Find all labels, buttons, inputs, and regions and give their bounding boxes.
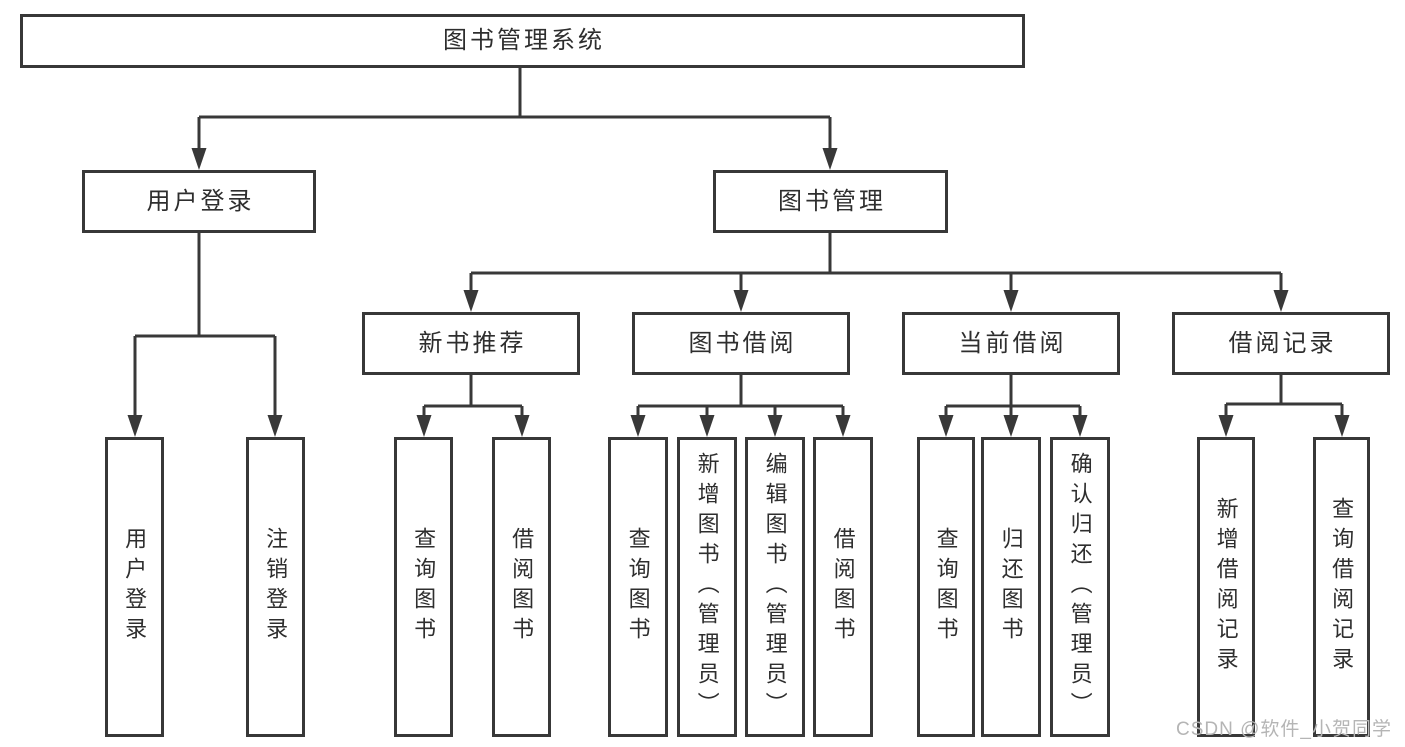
leaf-user-login: 用户登录 — [105, 437, 164, 737]
leaf-add-borrow-record: 新增借阅记录 — [1197, 437, 1255, 737]
arrow-down-icon — [514, 415, 530, 437]
node-book-management: 图书管理 — [713, 170, 948, 233]
arrow-down-icon — [630, 415, 646, 437]
arrow-down-icon — [767, 415, 783, 437]
arrowheads — [127, 148, 1350, 437]
arrow-down-icon — [733, 290, 749, 312]
node-root-label: 图书管理系统 — [443, 27, 605, 54]
node-current-borrow: 当前借阅 — [902, 312, 1120, 375]
leaf-edit-book-admin: 编辑图书（管理员） — [745, 437, 805, 737]
leaf-return-book: 归还图书 — [981, 437, 1041, 737]
node-book-borrow-label: 图书借阅 — [688, 329, 797, 357]
node-new-book-recommend-label: 新书推荐 — [418, 329, 527, 357]
leaf-logout: 注销登录 — [246, 437, 305, 737]
leaf-add-book-admin-label: 新增图书（管理员） — [694, 452, 720, 722]
leaf-query-books-current-label: 查询图书 — [933, 527, 959, 647]
leaf-confirm-return-admin-label: 确认归还（管理员） — [1067, 452, 1093, 722]
arrow-down-icon — [699, 415, 715, 437]
node-root: 图书管理系统 — [20, 14, 1025, 68]
node-book-borrow: 图书借阅 — [632, 312, 850, 375]
leaf-query-borrow-record-label: 查询借阅记录 — [1329, 497, 1355, 677]
node-new-book-recommend: 新书推荐 — [362, 312, 580, 375]
connector-lines — [133, 68, 1344, 417]
leaf-query-borrow-record: 查询借阅记录 — [1313, 437, 1370, 737]
arrow-down-icon — [1334, 415, 1350, 437]
leaf-confirm-return-admin: 确认归还（管理员） — [1050, 437, 1110, 737]
arrow-down-icon — [835, 415, 851, 437]
leaf-query-books-recommend-label: 查询图书 — [411, 527, 437, 647]
arrow-down-icon — [1218, 415, 1234, 437]
leaf-query-books-recommend: 查询图书 — [394, 437, 453, 737]
leaf-add-book-admin: 新增图书（管理员） — [677, 437, 737, 737]
arrow-down-icon — [822, 148, 838, 170]
node-user-login: 用户登录 — [82, 170, 316, 233]
leaf-add-borrow-record-label: 新增借阅记录 — [1213, 497, 1239, 677]
node-current-borrow-label: 当前借阅 — [958, 329, 1067, 357]
leaf-query-books-borrow: 查询图书 — [608, 437, 668, 737]
leaf-borrow-books: 借阅图书 — [813, 437, 873, 737]
arrow-down-icon — [1072, 415, 1088, 437]
arrow-down-icon — [267, 415, 283, 437]
leaf-edit-book-admin-label: 编辑图书（管理员） — [762, 452, 788, 722]
arrow-down-icon — [1003, 290, 1019, 312]
leaf-borrow-books-recommend-label: 借阅图书 — [509, 527, 535, 647]
leaf-query-books-borrow-label: 查询图书 — [625, 527, 651, 647]
arrow-down-icon — [463, 290, 479, 312]
leaf-borrow-books-label: 借阅图书 — [830, 527, 856, 647]
leaf-query-books-current: 查询图书 — [917, 437, 975, 737]
watermark: CSDN @软件_小贺同学 — [1176, 719, 1392, 740]
arrow-down-icon — [191, 148, 207, 170]
leaf-return-book-label: 归还图书 — [998, 527, 1024, 647]
node-borrow-records: 借阅记录 — [1172, 312, 1390, 375]
arrow-down-icon — [416, 415, 432, 437]
arrow-down-icon — [1273, 290, 1289, 312]
node-book-management-label: 图书管理 — [778, 187, 886, 215]
node-borrow-records-label: 借阅记录 — [1228, 329, 1337, 357]
node-user-login-label: 用户登录 — [146, 187, 255, 215]
arrow-down-icon — [1003, 415, 1019, 437]
leaf-user-login-label: 用户登录 — [122, 527, 148, 647]
leaf-logout-label: 注销登录 — [263, 527, 289, 647]
arrow-down-icon — [938, 415, 954, 437]
arrow-down-icon — [127, 415, 143, 437]
leaf-borrow-books-recommend: 借阅图书 — [492, 437, 551, 737]
